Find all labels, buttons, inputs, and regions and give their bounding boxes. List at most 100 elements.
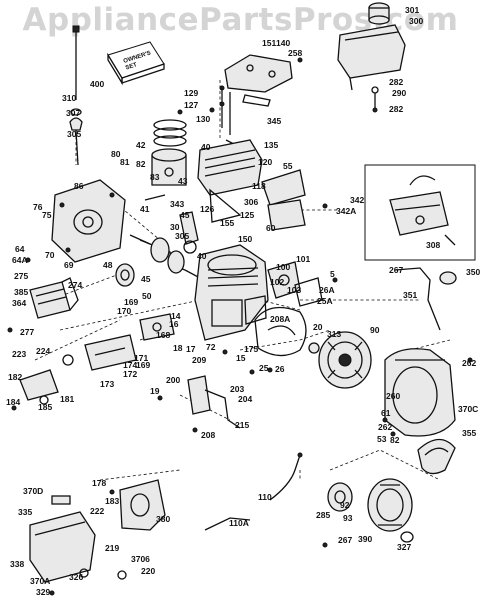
inset-controls <box>364 164 476 261</box>
callout-267: 267 <box>389 265 403 275</box>
wire-harness <box>204 452 303 531</box>
fuel-tank <box>337 2 406 113</box>
callout-329: 329 <box>36 587 50 597</box>
callout-86: 86 <box>74 181 84 191</box>
callout-223: 223 <box>12 349 26 359</box>
callout-72: 72 <box>206 342 216 352</box>
callout-82: 82 <box>390 435 400 445</box>
flywheel <box>308 331 372 389</box>
callout-342A: 342A <box>336 206 356 216</box>
callout-305: 305 <box>67 129 81 139</box>
callout-351: 351 <box>403 290 417 300</box>
callout-219: 219 <box>105 543 119 553</box>
callout-150: 150 <box>238 234 252 244</box>
callout-181: 181 <box>60 394 74 404</box>
callout-400: 400 <box>90 79 104 89</box>
callout-110A: 110A <box>229 518 249 528</box>
connecting-rod <box>179 211 199 254</box>
callout-306: 306 <box>244 197 258 207</box>
callout-345: 345 <box>267 116 281 126</box>
callout-92: 92 <box>340 500 350 510</box>
callout-182: 182 <box>8 372 22 382</box>
callout-135: 135 <box>264 140 278 150</box>
callout-155: 155 <box>220 218 234 228</box>
callout-64A: 64A <box>12 255 28 265</box>
throttle-cable <box>394 267 457 331</box>
callout-390: 390 <box>358 534 372 544</box>
callout-17: 17 <box>186 344 196 354</box>
callout-25A: 25A <box>317 296 333 306</box>
callout-40: 40 <box>201 142 211 152</box>
callout-80: 80 <box>111 149 121 159</box>
callout-300: 300 <box>409 16 423 26</box>
callout-185: 185 <box>38 402 52 412</box>
callout-184: 184 <box>6 397 20 407</box>
callout-43: 43 <box>178 176 188 186</box>
callout-130: 130 <box>196 114 210 124</box>
callout-170: 170 <box>117 306 131 316</box>
callout-338: 338 <box>10 559 24 569</box>
callout-285: 285 <box>316 510 330 520</box>
engine-block <box>194 244 269 341</box>
callout-26A: 26A <box>319 285 335 295</box>
callout-342: 342 <box>350 195 364 205</box>
callout-102: 102 <box>270 277 284 287</box>
callout-380: 380 <box>156 514 170 524</box>
callout-90: 90 <box>370 325 380 335</box>
callout-174: 174 <box>123 360 137 370</box>
callout-26: 26 <box>275 364 285 374</box>
callout-125: 125 <box>240 210 254 220</box>
callout-224: 224 <box>36 346 50 356</box>
callout-81: 81 <box>120 157 130 167</box>
callout-140: 140 <box>276 38 290 48</box>
callout-83: 83 <box>150 172 160 182</box>
callout-55: 55 <box>283 161 293 171</box>
callout-101: 101 <box>296 254 310 264</box>
callout-355: 355 <box>462 428 476 438</box>
dipstick <box>69 25 83 166</box>
callout-120: 120 <box>258 157 272 167</box>
air-cleaner <box>29 495 127 596</box>
callout-308: 308 <box>426 240 440 250</box>
callout-282: 282 <box>389 77 403 87</box>
callout-16: 16 <box>169 319 179 329</box>
callout-168: 168 <box>156 330 170 340</box>
starter-cup <box>417 438 456 475</box>
cover-plate <box>261 169 306 231</box>
callout-215: 215 <box>235 420 249 430</box>
callout-258: 258 <box>288 48 302 58</box>
callout-203: 203 <box>230 384 244 394</box>
callout-82: 82 <box>136 159 146 169</box>
callout-60: 60 <box>266 223 276 233</box>
crankcase-cover <box>51 179 126 263</box>
callout-93: 93 <box>343 513 353 523</box>
callout-45: 45 <box>141 274 151 284</box>
callout-262: 262 <box>378 422 392 432</box>
callout-222: 222 <box>90 506 104 516</box>
callout-290: 290 <box>392 88 406 98</box>
callout-70: 70 <box>45 250 55 260</box>
callout-110: 110 <box>258 492 272 502</box>
callout-3706: 3706 <box>131 554 150 564</box>
callout-100: 100 <box>276 262 290 272</box>
callout-220: 220 <box>141 566 155 576</box>
callout-172: 172 <box>123 369 137 379</box>
callout-313: 313 <box>327 329 341 339</box>
callout-310: 310 <box>62 93 76 103</box>
callout-171: 171 <box>134 353 148 363</box>
callout-364: 364 <box>12 298 26 308</box>
callout-175: 175 <box>244 344 258 354</box>
callout-151: 151 <box>262 38 276 48</box>
piston-rings <box>153 119 187 147</box>
callout-42: 42 <box>136 140 146 150</box>
governor-linkage <box>187 375 241 433</box>
intake-gaskets <box>84 313 175 371</box>
callout-30: 30 <box>170 222 180 232</box>
fasteners <box>7 57 473 548</box>
callout-209: 209 <box>192 355 206 365</box>
callout-20: 20 <box>313 322 323 332</box>
cam-gear <box>115 263 135 287</box>
callout-76: 76 <box>33 202 43 212</box>
